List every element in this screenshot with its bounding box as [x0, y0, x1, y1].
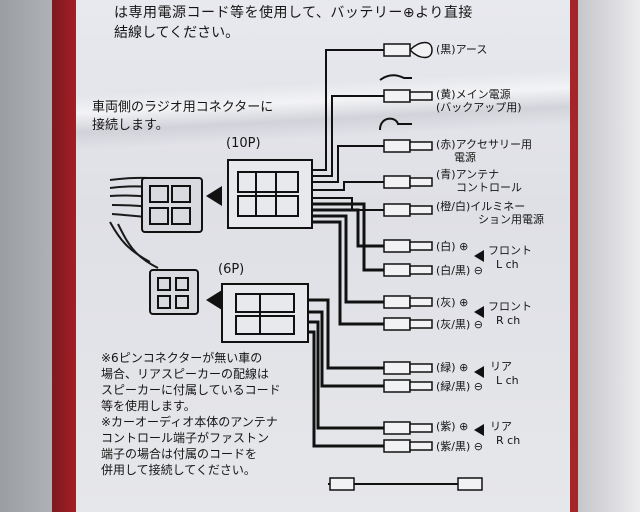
- arrow-left-icon: [474, 306, 484, 318]
- wire-name: メイン電源: [455, 88, 511, 101]
- header-line-2: 結線してください。: [114, 25, 240, 41]
- speaker-front-right-name: フロント: [488, 300, 532, 313]
- ten-pin-label: (10P): [226, 136, 261, 151]
- speaker-front-right-ch: R ch: [496, 314, 521, 327]
- note-line: コントロール端子がファストン: [101, 431, 270, 445]
- arrow-left-icon: [206, 290, 222, 310]
- wire-color: (黄): [436, 88, 456, 101]
- red-border-right: [570, 0, 580, 512]
- six-pin-label: (6P): [218, 262, 245, 277]
- speaker-rear-right-ch: R ch: [496, 434, 521, 447]
- wire-color: (赤): [436, 138, 456, 151]
- wire-label-accessory: (赤)アクセサリー用電源: [436, 138, 532, 164]
- wire-sub: コントロール: [456, 181, 522, 194]
- wire-label-ground: (黒)アース: [436, 43, 487, 56]
- arrow-left-icon: [474, 250, 484, 262]
- arrow-left-icon: [206, 186, 222, 206]
- wire-name: イルミネー: [470, 200, 526, 213]
- wire-name: アース: [455, 43, 488, 56]
- red-border-left: [52, 0, 76, 512]
- wire-sub: ション用電源: [478, 213, 544, 226]
- speaker-rear-left-minus: (緑/黒) ⊖: [436, 380, 484, 393]
- arrow-left-icon: [474, 424, 484, 436]
- note-line: 端子の場合は付属のコードを: [101, 447, 258, 461]
- connector-10p: [227, 159, 313, 229]
- wire-name: アクセサリー用: [455, 138, 533, 151]
- speaker-rear-left-plus: (緑) ⊕: [436, 361, 469, 374]
- speaker-front-left-minus: (白/黒) ⊖: [436, 264, 484, 277]
- wire-label-illumination: (橙/白)イルミネーション用電源: [436, 200, 544, 226]
- speaker-rear-right-minus: (紫/黒) ⊖: [436, 440, 484, 453]
- wire-color: (橙/白): [436, 200, 471, 213]
- wire-sub: 電源: [454, 151, 476, 164]
- note-line: 場合、リアスピーカーの配線は: [101, 367, 270, 381]
- background-right: [578, 0, 640, 512]
- connector-6p: [221, 283, 309, 343]
- speaker-rear-right-plus: (紫) ⊕: [436, 420, 469, 433]
- harness-wire: [117, 223, 159, 269]
- wire-label-antenna: (青)アンテナコントロール: [436, 168, 522, 194]
- speaker-front-left-name: フロント: [488, 244, 532, 257]
- arrow-left-icon: [474, 366, 484, 378]
- wire-label-main-power: (黄)メイン電源(バックアップ用): [436, 88, 522, 114]
- speaker-rear-left-ch: L ch: [496, 374, 519, 387]
- wire-color: (黒): [436, 43, 456, 56]
- note-line: スピーカーに付属しているコード: [101, 383, 281, 397]
- header-line-1: は専用電源コード等を使用して、バッテリー⊕より直接: [114, 5, 473, 21]
- wire-sub: (バックアップ用): [436, 101, 522, 114]
- note-line: ※カーオーディオ本体のアンテナ: [101, 415, 278, 429]
- speaker-front-right-minus: (灰/黒) ⊖: [436, 318, 484, 331]
- instruction-line-1: 車両側のラジオ用コネクターに: [92, 100, 274, 115]
- note-line: 等を使用します。: [101, 399, 196, 413]
- instruction-line-2: 接続します。: [92, 118, 169, 133]
- vehicle-connector-10p: [141, 177, 203, 233]
- speaker-front-left-plus: (白) ⊕: [436, 240, 469, 253]
- vehicle-connector-6p: [149, 269, 199, 315]
- wire-color: (青): [436, 168, 456, 181]
- speaker-front-right-plus: (灰) ⊕: [436, 296, 469, 309]
- note-line: ※6ピンコネクターが無い車の: [101, 351, 263, 365]
- wire-name: アンテナ: [455, 168, 500, 181]
- note-line: 併用して接続してください。: [101, 463, 256, 477]
- speaker-rear-left-name: リア: [490, 360, 512, 373]
- speaker-rear-right-name: リア: [490, 420, 512, 433]
- speaker-front-left-ch: L ch: [496, 258, 519, 271]
